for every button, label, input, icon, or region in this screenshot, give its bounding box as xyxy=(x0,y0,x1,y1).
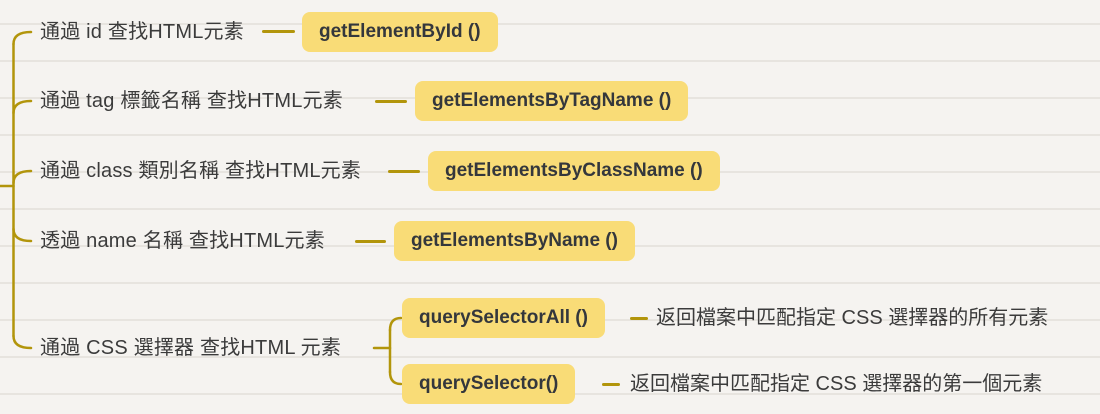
branch-label-css-selector[interactable]: 通過 CSS 選擇器 查找HTML 元素 xyxy=(40,337,342,359)
tree-branch-paths xyxy=(0,30,403,386)
connector-dash xyxy=(355,240,386,243)
method-description-queryselector: 返回檔案中匹配指定 CSS 選擇器的第一個元素 xyxy=(630,373,1043,395)
method-chip-getelementsbyclassname[interactable]: getElementsByClassName () xyxy=(428,151,720,191)
method-chip-queryselector[interactable]: querySelector() xyxy=(402,364,576,404)
method-chip-queryselectorall[interactable]: querySelectorAll () xyxy=(402,298,605,338)
branch-label-id[interactable]: 通過 id 查找HTML元素 xyxy=(40,21,244,43)
branch-label-class[interactable]: 通過 class 類別名稱 查找HTML元素 xyxy=(40,160,362,182)
connector-dash xyxy=(375,100,407,103)
method-chip-getelementsbytagname[interactable]: getElementsByTagName () xyxy=(415,81,689,121)
connector-dash xyxy=(262,30,295,33)
connector-dash xyxy=(602,383,620,386)
method-chip-getelementsbyname[interactable]: getElementsByName () xyxy=(394,221,635,261)
method-description-queryselectorall: 返回檔案中匹配指定 CSS 選擇器的所有元素 xyxy=(656,307,1049,329)
branch-label-tag[interactable]: 通過 tag 標籤名稱 查找HTML元素 xyxy=(40,90,343,112)
method-chip-getelementbyid[interactable]: getElementById () xyxy=(302,12,498,52)
connector-dash xyxy=(630,317,648,320)
connector-dash xyxy=(388,170,420,173)
branch-label-name[interactable]: 透過 name 名稱 查找HTML元素 xyxy=(40,230,325,252)
